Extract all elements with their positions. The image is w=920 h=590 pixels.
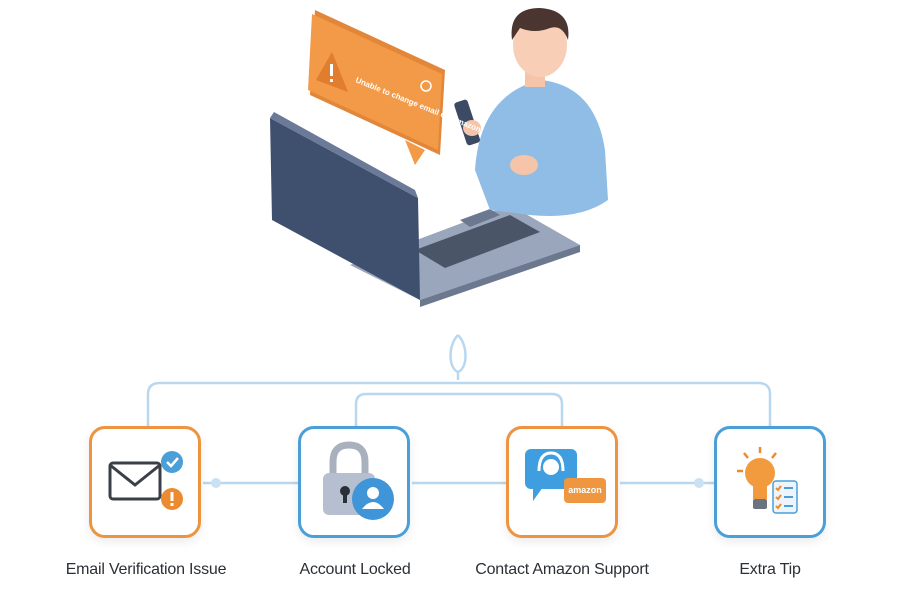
envelope-icon <box>108 451 183 510</box>
person-illustration <box>454 8 608 216</box>
step-label: Contact Amazon Support <box>475 561 649 578</box>
step-label: Email Verification Issue <box>65 561 227 578</box>
step-label: Account Locked <box>299 561 411 578</box>
step-card-email-verification[interactable] <box>89 426 201 538</box>
amazon-logo: amazon <box>568 485 602 495</box>
hero-illustration: Unable to change email on Amazon <box>270 8 608 307</box>
alert-bubble: Unable to change email on Amazon <box>308 10 482 165</box>
headset-icon <box>537 451 565 475</box>
step-label: Extra Tip <box>739 561 801 578</box>
check-badge-icon <box>161 451 183 473</box>
close-icon <box>420 80 432 92</box>
step-card-contact-support[interactable]: amazon <box>506 426 618 538</box>
lightbulb-checklist-icon <box>737 447 798 514</box>
support-chat-icon: amazon <box>525 449 606 503</box>
step-card-extra-tip[interactable] <box>714 426 826 538</box>
padlock-user-icon <box>323 441 394 520</box>
alert-badge-icon <box>161 488 183 510</box>
laptop-illustration <box>270 112 580 307</box>
connector-dot <box>211 478 221 488</box>
step-card-account-locked[interactable] <box>298 426 410 538</box>
connector-dot <box>694 478 704 488</box>
warning-icon <box>316 52 348 92</box>
